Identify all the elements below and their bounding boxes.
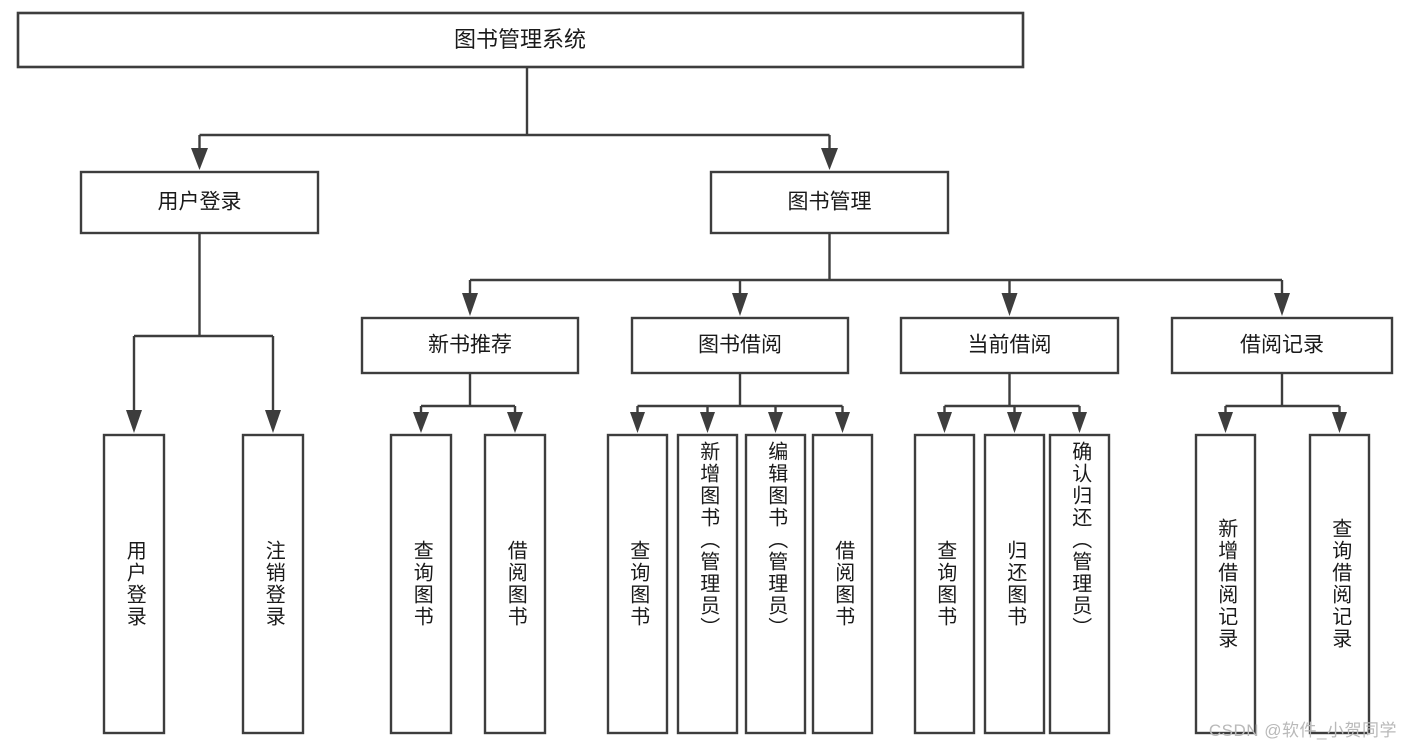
arrow-head-leaf-add-book-admin: [700, 412, 715, 433]
new-book-recommend-label: 新书推荐: [428, 334, 512, 357]
connector-group-book-management: [462, 233, 1290, 316]
connector-group-root: [191, 67, 838, 170]
node-root[interactable]: 图书管理系统: [16, 11, 1025, 69]
connector-group-book-borrow: [630, 373, 850, 433]
arrow-head-leaf-return-book: [1007, 412, 1022, 433]
leaf-box-query-book-borrow[interactable]: [606, 433, 669, 735]
leaf-box-return-book[interactable]: [983, 433, 1046, 735]
book-management-box[interactable]: [709, 170, 950, 235]
csdn-watermark: CSDN @软件_小贺同学: [1208, 721, 1397, 740]
node-book-borrow[interactable]: 图书借阅: [630, 316, 850, 375]
arrow-head-leaf-query-borrow-record: [1332, 412, 1347, 433]
connector-group-new-book-recommend: [413, 373, 523, 433]
leaf-box-edit-book-admin[interactable]: [744, 433, 807, 735]
arrow-head-book-borrow: [732, 293, 748, 316]
leaf-box-group: [102, 433, 1371, 735]
arrow-head-leaf-query-book-recommend: [413, 412, 429, 433]
node-book-management[interactable]: 图书管理: [709, 170, 950, 235]
arrow-head-borrow-record: [1274, 293, 1290, 316]
node-current-borrow[interactable]: 当前借阅: [899, 316, 1120, 375]
leaf-box-query-book-recommend[interactable]: [389, 433, 453, 735]
root-box[interactable]: [16, 11, 1025, 69]
arrow-head-leaf-logout-login: [265, 410, 281, 433]
leaf-box-borrow-book[interactable]: [811, 433, 874, 735]
node-user-login[interactable]: 用户登录: [79, 170, 320, 235]
leaf-box-query-book-current[interactable]: [913, 433, 976, 735]
node-new-book-recommend[interactable]: 新书推荐: [360, 316, 580, 375]
arrow-head-leaf-query-book-borrow: [630, 412, 645, 433]
root-label: 图书管理系统: [454, 27, 586, 52]
node-borrow-record[interactable]: 借阅记录: [1170, 316, 1394, 375]
current-borrow-label: 当前借阅: [968, 334, 1052, 357]
connector-group-user-login: [126, 233, 281, 433]
arrow-head-leaf-query-book-current: [937, 412, 952, 433]
new-book-recommend-box[interactable]: [360, 316, 580, 375]
leaf-box-confirm-return-admin[interactable]: [1048, 433, 1111, 735]
arrow-head-leaf-borrow-book-recommend: [507, 412, 523, 433]
leaf-box-add-book-admin[interactable]: [676, 433, 739, 735]
connector-group-borrow-record: [1218, 373, 1347, 433]
user-login-label: 用户登录: [158, 191, 242, 214]
book-borrow-box[interactable]: [630, 316, 850, 375]
leaf-box-query-borrow-record[interactable]: [1308, 433, 1371, 735]
leaf-box-user-login[interactable]: [102, 433, 166, 735]
connector-group-current-borrow: [937, 373, 1087, 433]
book-management-label: 图书管理: [788, 191, 872, 214]
arrow-head-book-management: [821, 148, 838, 170]
arrow-head-leaf-edit-book-admin: [768, 412, 783, 433]
leaf-box-logout-login[interactable]: [241, 433, 305, 735]
borrow-record-label: 借阅记录: [1240, 334, 1324, 357]
leaf-box-borrow-book-recommend[interactable]: [483, 433, 547, 735]
arrow-head-current-borrow: [1001, 293, 1018, 316]
current-borrow-box[interactable]: [899, 316, 1120, 375]
arrow-head-leaf-confirm-return-admin: [1072, 412, 1087, 433]
book-borrow-label: 图书借阅: [698, 334, 782, 357]
leaf-box-add-borrow-record[interactable]: [1194, 433, 1257, 735]
arrow-head-leaf-user-login: [126, 410, 142, 433]
user-login-box[interactable]: [79, 170, 320, 235]
arrow-head-user-login: [191, 148, 208, 170]
borrow-record-box[interactable]: [1170, 316, 1394, 375]
arrow-head-leaf-borrow-book: [835, 412, 850, 433]
arrow-head-new-book-recommend: [462, 293, 478, 316]
arrow-head-leaf-add-borrow-record: [1218, 412, 1233, 433]
